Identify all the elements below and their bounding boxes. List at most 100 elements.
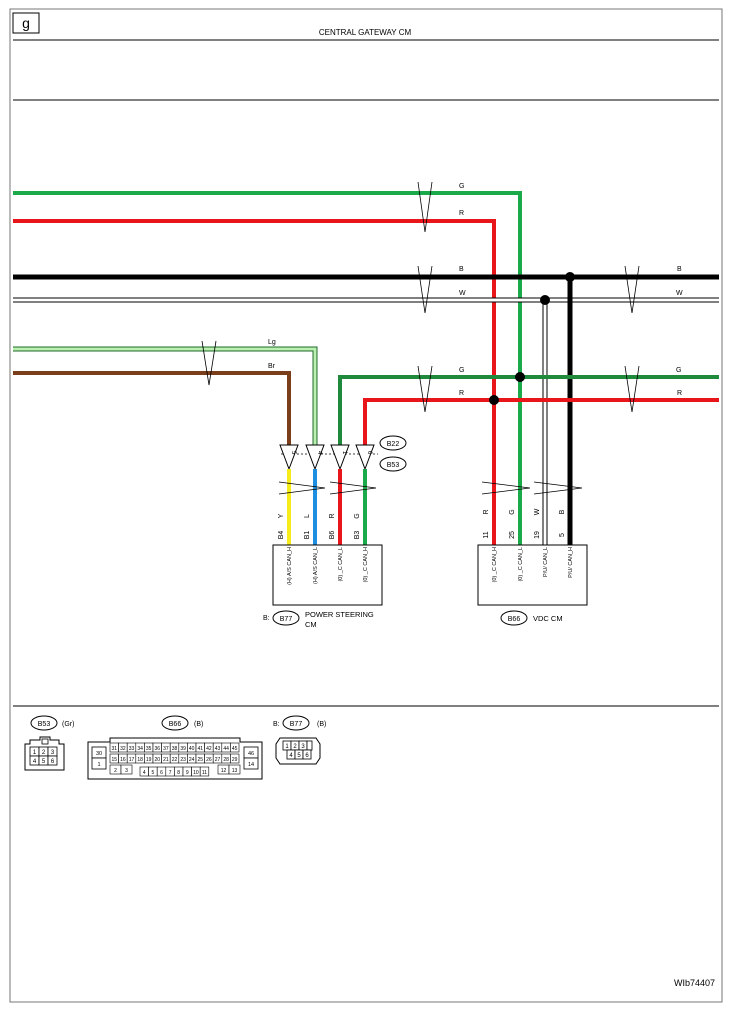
power-steering-cm-box [272, 544, 383, 606]
wire-label-green-mid-right: G [676, 367, 681, 374]
connector-tag-b77 [272, 610, 300, 626]
connector-pin-triangle [330, 444, 350, 471]
page-letter-box [12, 12, 40, 34]
connector-pin-label: 3 [301, 744, 305, 750]
wire-label-br: Br [268, 363, 276, 370]
ps-signal-label: (0) _C CAN_L [338, 547, 344, 582]
vdc-signal-label: P/U/ CAN_L [543, 547, 549, 577]
diagram-title: CENTRAL GATEWAY CM [319, 28, 412, 37]
connector-view-id: B53 [38, 721, 51, 728]
connector-pin-number: 6 [366, 451, 372, 455]
connector-pin-cell [243, 757, 259, 770]
connector-label-b22: B22 [387, 441, 400, 448]
wire-label-white-left: W [459, 290, 466, 297]
vdc-signal-label: P/U/ CAN_H [568, 547, 574, 578]
connector-pin-number: 5 [290, 451, 296, 455]
vdc-wire-color: B [559, 509, 566, 514]
splice-dot [565, 272, 575, 282]
wire-label-black-right: B [677, 266, 682, 273]
connector-pin-cell [120, 764, 133, 775]
ps-connector-prefix: B: [263, 615, 270, 622]
connector-pin-label: 5 [42, 759, 46, 765]
connector-pin-label: 9 [186, 770, 189, 776]
vdc-connector-label: B66 [508, 616, 521, 623]
connector-pin-label: 12 [221, 768, 227, 774]
connector-pin-label: 7 [169, 770, 172, 776]
connector-pin-label: 32 [120, 746, 126, 752]
connector-view-b77: B: B77 (B) 1 2 3 4 5 6 [273, 715, 326, 765]
page-letter: g [22, 15, 30, 31]
connector-tag-b22 [379, 435, 407, 451]
wire-label-red-mid-left: R [459, 390, 464, 397]
vdc-pin-id: 25 [509, 531, 516, 539]
wire-label-lg: Lg [268, 339, 276, 346]
connector-pin-label: 25 [198, 757, 204, 763]
twisted-pair-marks [278, 481, 583, 495]
ps-signal-label: (H) A/S CAN_L [313, 547, 319, 584]
connector-pin-triangle [305, 444, 325, 471]
wire-red-top [13, 219, 496, 545]
vdc-cm-box [477, 544, 588, 606]
connector-tag-b53 [379, 456, 407, 472]
connector-pin-label: 6 [51, 759, 55, 765]
vdc-pin-id: 19 [534, 531, 541, 539]
ps-pin-id: B6 [329, 531, 336, 540]
connector-pin-label: 19 [146, 757, 152, 763]
connector-pin-label: 5 [152, 770, 155, 776]
connector-pin-label: 34 [137, 746, 143, 752]
connector-pin-label: 8 [177, 770, 180, 776]
connector-view-tag [161, 715, 189, 731]
vdc-signal-label: (0) _C CAN_L [518, 547, 524, 582]
connector-pin-label: 31 [112, 746, 118, 752]
connector-pin-label: 20 [155, 757, 161, 763]
connector-pin-cell [47, 755, 58, 766]
splice-dot [489, 395, 499, 405]
connector-pin-triangle [355, 444, 375, 471]
ps-wire-color: R [329, 513, 336, 518]
connector-pin-number: 1 [341, 451, 347, 455]
connector-pin-label: 4 [33, 759, 37, 765]
vdc-cm-name: VDC CM [533, 614, 563, 623]
connector-pin-label: 6 [305, 753, 309, 759]
connector-pin-label: 30 [96, 751, 102, 757]
connector-view-latch [41, 738, 49, 745]
connector-pin-label: 35 [146, 746, 152, 752]
ps-cm-name: POWER STEERING [305, 610, 374, 619]
connector-pin-triangle [279, 444, 299, 471]
connector-pin-label: 6 [160, 770, 163, 776]
connector-pin-label: 27 [215, 757, 221, 763]
connector-view-prefix: B: [273, 721, 280, 728]
connector-pin-label: 41 [198, 746, 204, 752]
vdc-wire-color: G [509, 509, 516, 514]
connector-view-tag [282, 715, 310, 731]
connector-view-color: (B) [194, 721, 203, 728]
connector-pin-cell [91, 757, 107, 770]
wire-label-white-right: W [676, 290, 683, 297]
wire-lg [13, 347, 317, 445]
connector-pin-label: 2 [114, 768, 117, 774]
connector-pin-label: 44 [223, 746, 229, 752]
connector-pin-cell [199, 766, 210, 777]
connector-pin-label: 11 [202, 770, 207, 776]
connector-pin-cell [230, 742, 240, 753]
connector-pin-label: 26 [206, 757, 212, 763]
connector-view-tag [30, 715, 58, 731]
vdc-wire-color: R [483, 509, 490, 514]
connector-pin-label: 4 [143, 770, 146, 776]
connector-pin-label: 4 [289, 753, 293, 759]
connector-label-b53: B53 [387, 462, 400, 469]
break-marks [201, 181, 640, 413]
connector-pin-label: 3 [125, 768, 128, 774]
connector-pin-label: 10 [193, 770, 199, 776]
connector-pin-label: 14 [248, 762, 254, 768]
connector-pin-label: 1 [33, 750, 37, 756]
connector-pin-cell [228, 764, 241, 775]
vdc-pin-id: 5 [559, 533, 566, 537]
connector-pin-label: 5 [297, 753, 301, 759]
connector-pin-label: 18 [137, 757, 143, 763]
connector-pin-label: 23 [180, 757, 186, 763]
connector-pin-label: 33 [129, 746, 135, 752]
connector-pin-label: 17 [129, 757, 135, 763]
connector-pin-label: 15 [112, 757, 118, 763]
